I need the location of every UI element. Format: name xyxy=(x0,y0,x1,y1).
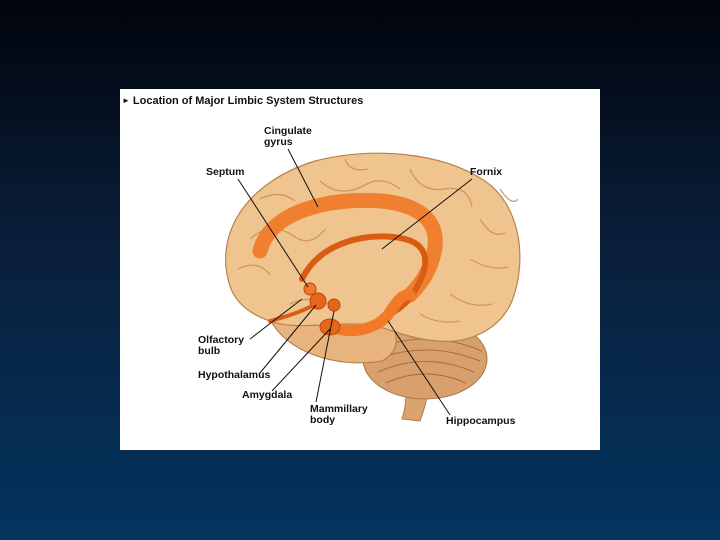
diagram-title: ►Location of Major Limbic System Structu… xyxy=(122,95,364,107)
cerebrum xyxy=(225,152,521,342)
brain-diagram xyxy=(225,148,521,422)
label-mammillary-body: Mammillary body xyxy=(310,403,368,426)
label-septum: Septum xyxy=(206,166,245,178)
label-amygdala: Amygdala xyxy=(242,389,293,401)
title-marker-icon: ► xyxy=(122,96,130,105)
label-hypothalamus: Hypothalamus xyxy=(198,369,271,381)
hypothalamus-shape xyxy=(309,292,327,310)
hippocampus-shape xyxy=(326,289,416,337)
septum-shape xyxy=(303,282,317,296)
diagram-panel: ►Location of Major Limbic System Structu… xyxy=(120,89,600,450)
label-hippocampus: Hippocampus xyxy=(446,415,516,427)
cingulate-gyrus-shape xyxy=(252,192,443,303)
mammillary-body-shape xyxy=(327,298,341,312)
label-olfactory-bulb: Olfactory bulb xyxy=(198,334,245,357)
fornix-shape xyxy=(299,233,429,320)
label-fornix: Fornix xyxy=(470,166,503,178)
leader-lines xyxy=(237,148,473,416)
olfactory-bulb-shape xyxy=(268,305,312,323)
label-cingulate-gyrus: Cingulate gyrus xyxy=(264,125,312,148)
amygdala-shape xyxy=(319,318,341,336)
